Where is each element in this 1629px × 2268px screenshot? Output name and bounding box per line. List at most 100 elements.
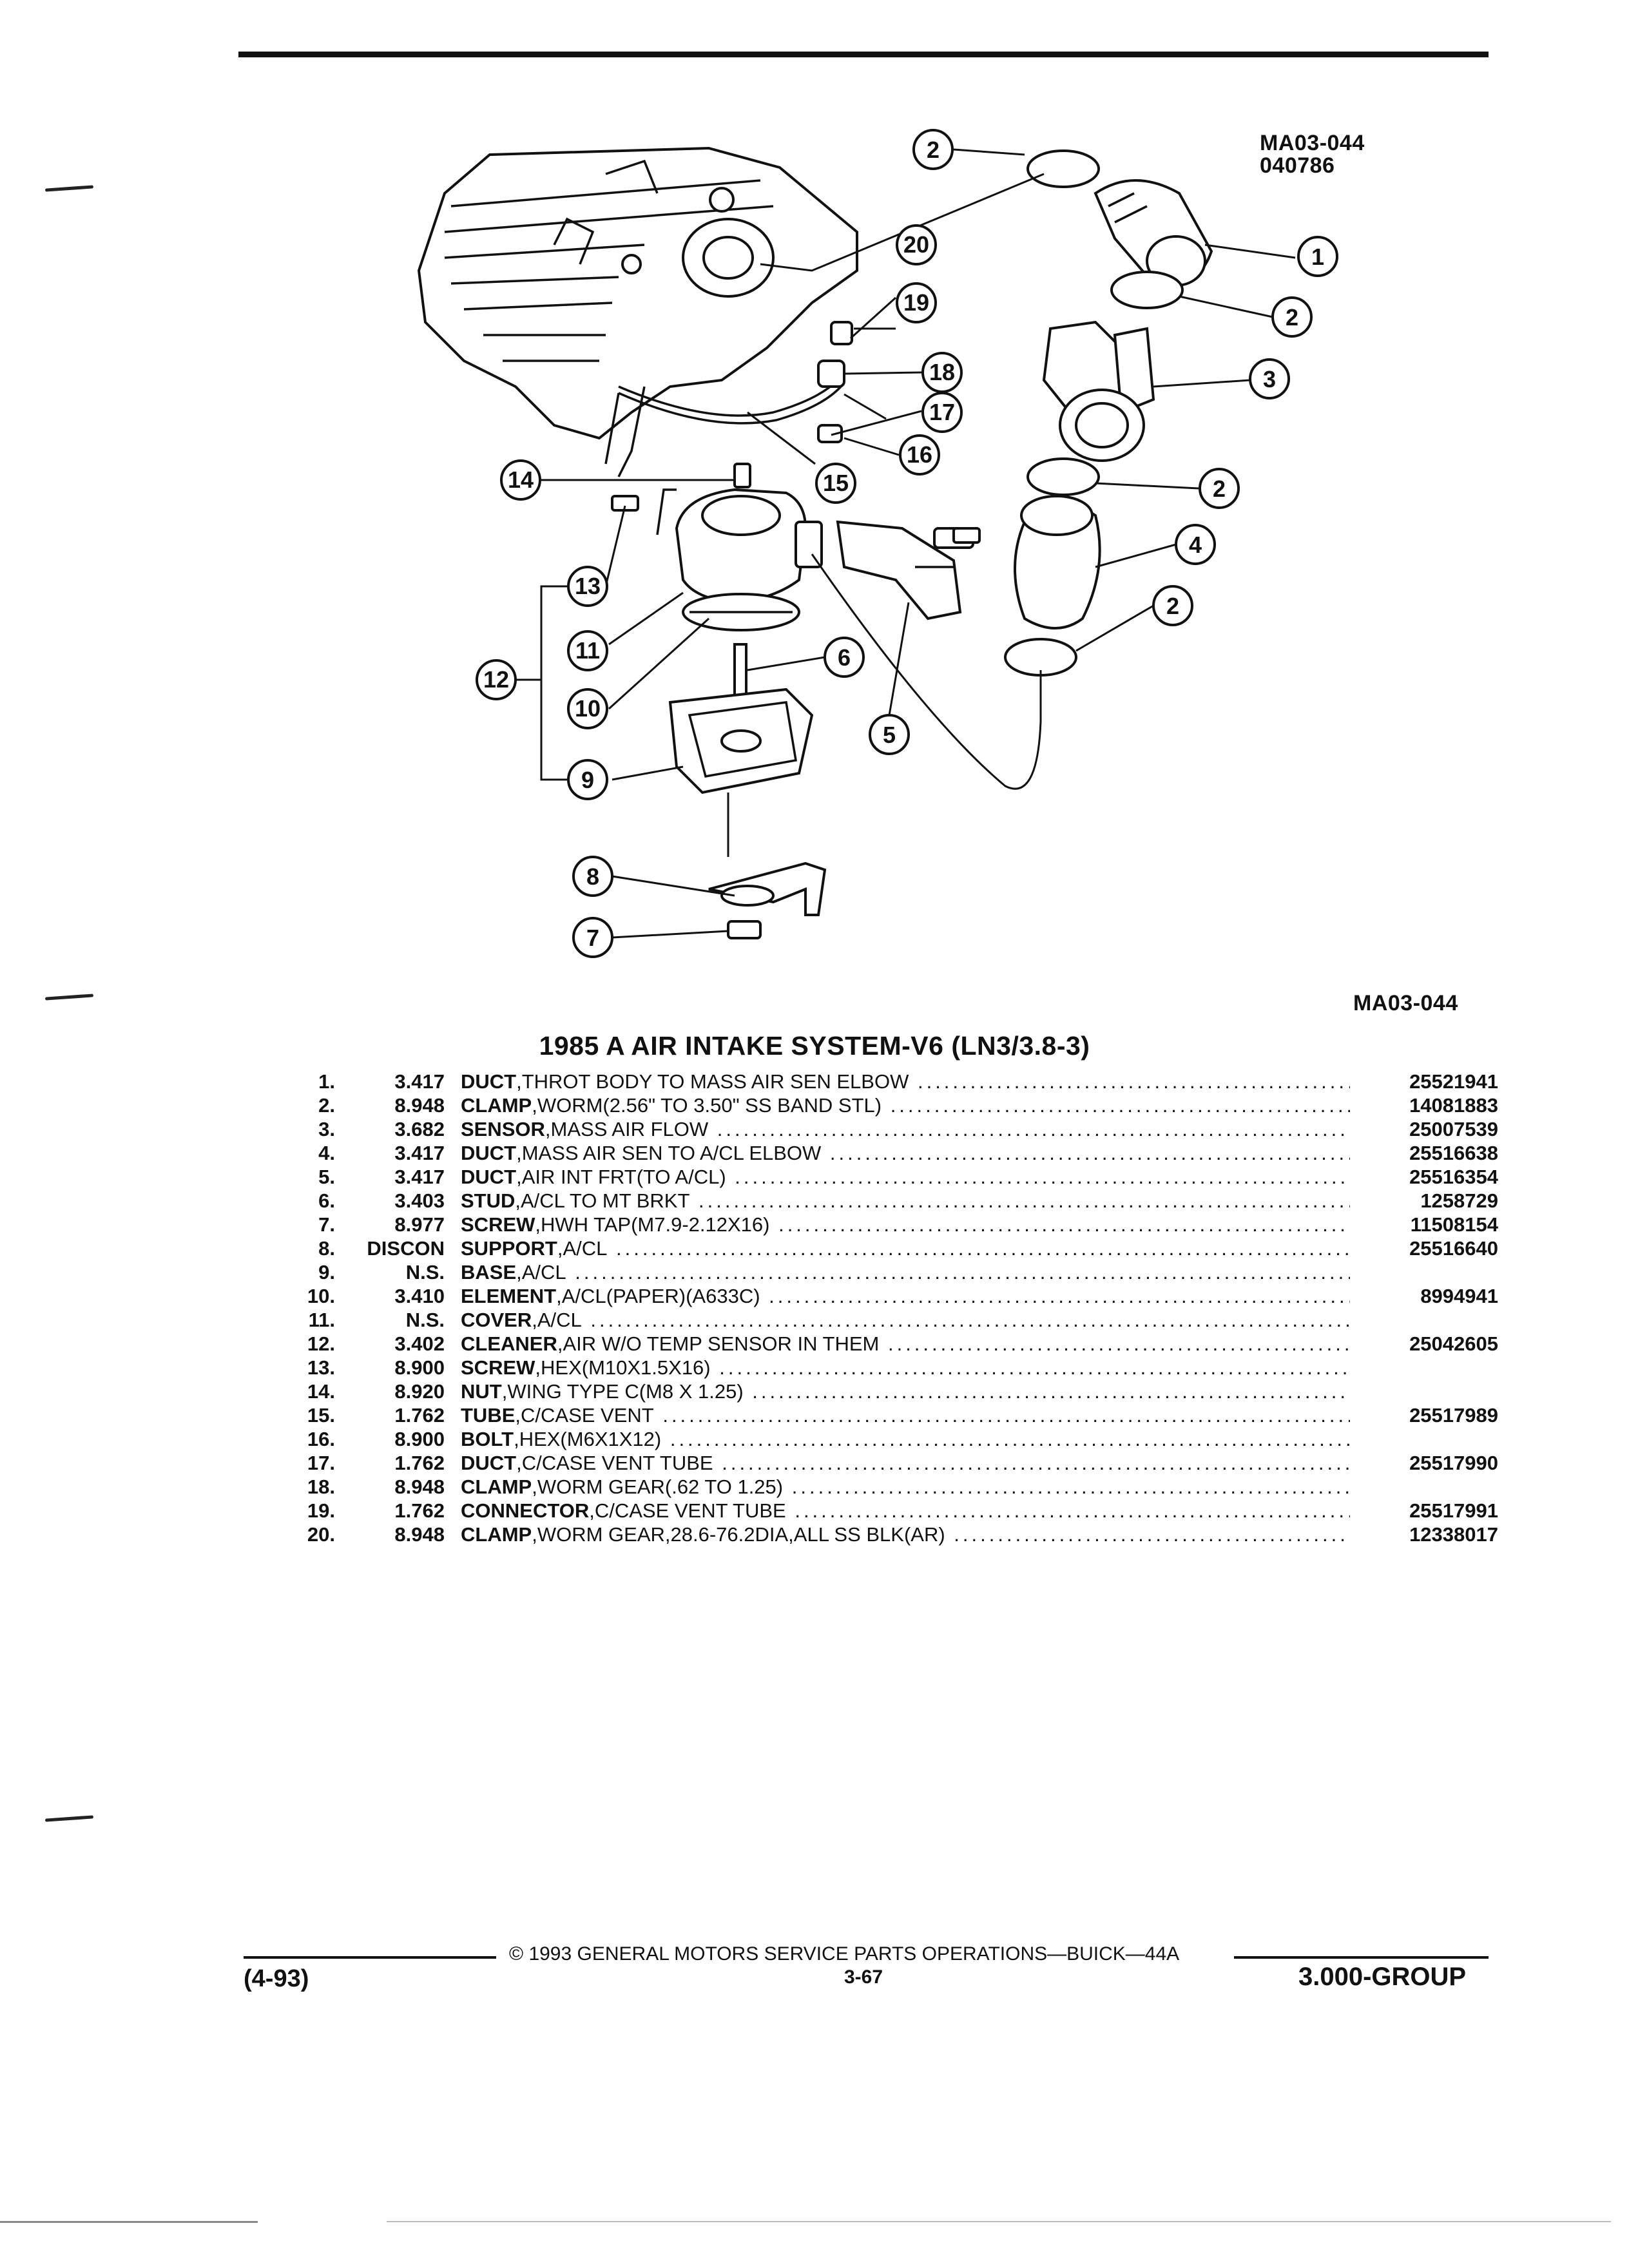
callout-15: 15 bbox=[815, 463, 856, 504]
svg-text:16: 16 bbox=[907, 441, 932, 468]
clamp-20-drawing bbox=[830, 321, 853, 345]
part-number: 25516640 bbox=[1409, 1237, 1498, 1260]
item-number: 19. bbox=[307, 1499, 335, 1522]
footer-rule-left bbox=[244, 1956, 496, 1959]
section-title: 1985 A AIR INTAKE SYSTEM-V6 (LN3/3.8-3) bbox=[539, 1031, 1090, 1061]
parts-row: 10. 3.410 ELEMENT,A/CL(PAPER)(A633C) .....… bbox=[277, 1284, 1501, 1308]
item-number: 15. bbox=[307, 1404, 335, 1427]
leader-dots: ........................................… bbox=[717, 1118, 1350, 1140]
svg-text:5: 5 bbox=[883, 722, 896, 748]
leader-dots: ........................................… bbox=[616, 1237, 1350, 1260]
part-name: CLAMP bbox=[461, 1475, 532, 1498]
group-code: 3.410 bbox=[394, 1285, 445, 1307]
part-detail: ,WORM GEAR,28.6-76.2DIA,ALL SS BLK(AR) bbox=[532, 1523, 945, 1546]
svg-text:14: 14 bbox=[508, 466, 534, 493]
svg-text:7: 7 bbox=[586, 925, 599, 951]
item-number: 14. bbox=[307, 1380, 335, 1403]
group-code: 8.948 bbox=[394, 1475, 445, 1498]
leader-dots: ........................................… bbox=[791, 1475, 1350, 1498]
item-number: 1. bbox=[318, 1070, 335, 1093]
item-number: 5. bbox=[318, 1166, 335, 1188]
group-code: 8.900 bbox=[394, 1356, 445, 1379]
item-number: 11. bbox=[308, 1309, 335, 1331]
group-code: 1.762 bbox=[394, 1452, 445, 1474]
part-detail: ,THROT BODY TO MASS AIR SEN ELBOW bbox=[516, 1070, 909, 1093]
item-number: 10. bbox=[307, 1285, 335, 1307]
leader-dots: ........................................… bbox=[917, 1070, 1350, 1093]
callout-17: 17 bbox=[921, 392, 963, 433]
clamp-2-top-drawing bbox=[1027, 149, 1100, 188]
part-detail: ,A/CL(PAPER)(A633C) bbox=[556, 1285, 760, 1307]
part-description: SENSOR,MASS AIR FLOW ...................… bbox=[461, 1117, 1350, 1141]
part-description: ELEMENT,A/CL(PAPER)(A633C) .............… bbox=[461, 1284, 1350, 1308]
svg-text:2: 2 bbox=[1166, 593, 1179, 619]
leader-dots: ........................................… bbox=[778, 1213, 1350, 1236]
margin-mark bbox=[44, 994, 94, 1001]
group-code: 8.948 bbox=[394, 1094, 445, 1117]
copyright-text: © 1993 GENERAL MOTORS SERVICE PARTS OPER… bbox=[509, 1943, 1180, 1965]
callout-8: 8 bbox=[572, 856, 613, 897]
part-name: ELEMENT bbox=[461, 1285, 557, 1307]
part-number: 25521941 bbox=[1409, 1070, 1498, 1093]
air-cleaner-drawing bbox=[668, 488, 823, 794]
part-name: TUBE bbox=[461, 1404, 516, 1427]
group-code: 3.417 bbox=[394, 1142, 445, 1164]
part-number: 25516638 bbox=[1409, 1142, 1498, 1164]
group-code: 8.900 bbox=[394, 1428, 445, 1450]
leader-dots: ........................................… bbox=[954, 1523, 1350, 1546]
group-code: 1.762 bbox=[394, 1404, 445, 1427]
part-name: STUD bbox=[461, 1189, 516, 1212]
part-number: 25007539 bbox=[1409, 1118, 1498, 1140]
part-number: 25517990 bbox=[1409, 1452, 1498, 1474]
clamp-2-bottom-drawing bbox=[1004, 638, 1077, 677]
part-description: TUBE,C/CASE VENT .......................… bbox=[461, 1403, 1350, 1427]
part-description: DUCT,AIR INT FRT(TO A/CL) ..............… bbox=[461, 1165, 1350, 1189]
callout-9: 9 bbox=[567, 759, 608, 800]
part-number: 25517989 bbox=[1409, 1404, 1498, 1427]
leader-dots: ........................................… bbox=[590, 1309, 1350, 1331]
callout-1: 1 bbox=[1297, 236, 1338, 277]
part-description: STUD,A/CL TO MT BRKT ...................… bbox=[461, 1189, 1350, 1213]
drawing-code-bottom: MA03-044 bbox=[1353, 991, 1458, 1015]
part-detail: ,A/CL bbox=[532, 1309, 582, 1331]
part-detail: ,A/CL bbox=[516, 1261, 566, 1283]
part-description: DUCT,C/CASE VENT TUBE ..................… bbox=[461, 1451, 1350, 1475]
part-detail: ,C/CASE VENT TUBE bbox=[589, 1499, 786, 1522]
part-name: CLEANER bbox=[461, 1332, 557, 1355]
part-number: 11508154 bbox=[1410, 1213, 1498, 1236]
part-detail: ,MASS AIR FLOW bbox=[545, 1118, 709, 1140]
item-number: 3. bbox=[318, 1118, 335, 1140]
part-description: CLAMP,WORM GEAR(.62 TO 1.25) ...........… bbox=[461, 1475, 1350, 1499]
callout-5: 5 bbox=[869, 714, 910, 755]
part-description: CLAMP,WORM(2.56" TO 3.50" SS BAND STL) .… bbox=[461, 1093, 1350, 1117]
group-code: DISCON bbox=[367, 1237, 445, 1260]
group-code: 3.417 bbox=[394, 1166, 445, 1188]
leader-dots: ........................................… bbox=[829, 1142, 1350, 1164]
part-detail: ,AIR INT FRT(TO A/CL) bbox=[516, 1166, 726, 1188]
leader-dots: ........................................… bbox=[752, 1380, 1350, 1403]
duct-4-drawing bbox=[1014, 495, 1101, 629]
page-number: 3-67 bbox=[844, 1966, 883, 1988]
group-code: 3.417 bbox=[394, 1070, 445, 1093]
item-number: 9. bbox=[318, 1261, 335, 1283]
parts-row: 15. 1.762 TUBE,C/CASE VENT ...............… bbox=[277, 1403, 1501, 1427]
item-number: 18. bbox=[307, 1475, 335, 1498]
parts-row: 5. 3.417 DUCT,AIR INT FRT(TO A/CL) .......… bbox=[277, 1165, 1501, 1189]
callout-2-middle: 2 bbox=[1199, 468, 1240, 509]
parts-row: 11.N.S.COVER,A/CL ......................… bbox=[277, 1308, 1501, 1332]
part-name: SUPPORT bbox=[461, 1237, 557, 1260]
callout-18: 18 bbox=[921, 352, 963, 393]
callout-11: 11 bbox=[567, 630, 608, 671]
callout-10: 10 bbox=[567, 688, 608, 729]
